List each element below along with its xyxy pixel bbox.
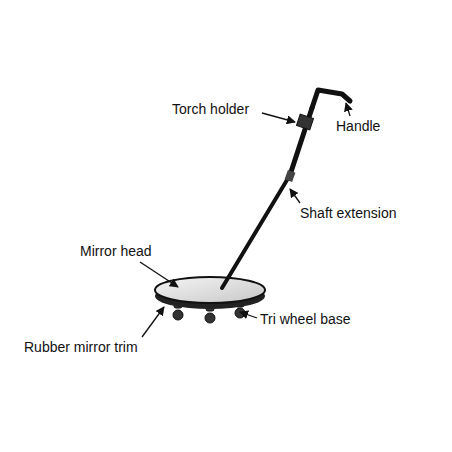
part-label: Rubber mirror trim bbox=[24, 339, 138, 355]
part-label: Tri wheel base bbox=[260, 311, 351, 327]
shaft-joint bbox=[285, 170, 296, 182]
part-label: Shaft extension bbox=[300, 205, 397, 221]
shaft bbox=[222, 175, 290, 288]
mirror-head bbox=[155, 277, 265, 303]
handle bbox=[312, 90, 350, 108]
part-label: Handle bbox=[336, 118, 380, 134]
part-label: Mirror head bbox=[80, 243, 152, 259]
part-label: Torch holder bbox=[172, 101, 249, 117]
torch-holder bbox=[296, 114, 313, 130]
